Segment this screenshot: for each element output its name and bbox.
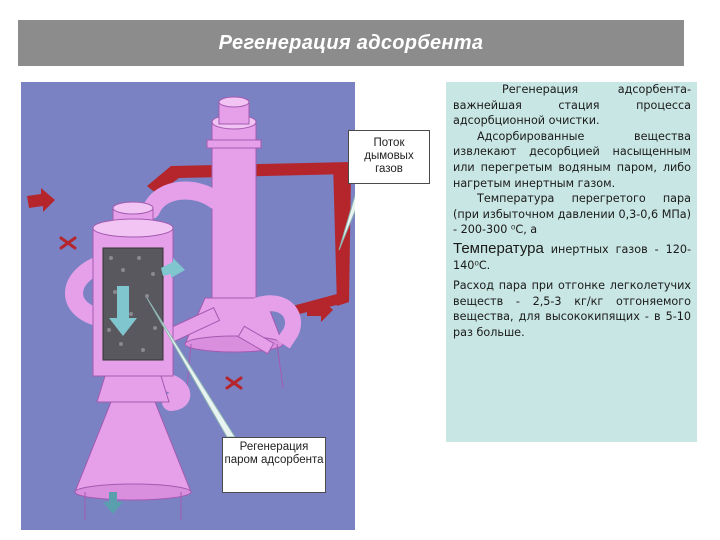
flue-gas-callout: Поток дымовых газов [348, 130, 430, 184]
regeneration-callout-text: Регенерация паром адсорбента [224, 441, 323, 466]
paragraph-desorption: Адсорбированные вещества извлекают десор… [453, 129, 691, 191]
title-bar: Регенерация адсорбента [18, 20, 684, 66]
temperature-word: Температура [453, 240, 544, 257]
text-panel: Регенерация адсорбента- важнейшая стация… [446, 82, 697, 442]
slide-title: Регенерация адсорбента [219, 32, 484, 55]
paragraph-steam-consumption: Расход пара при отгонке легколетучих вещ… [453, 278, 691, 340]
paragraph-regeneration: Регенерация адсорбента- важнейшая стация… [453, 82, 691, 129]
regeneration-callout: Регенерация паром адсорбента [222, 437, 326, 493]
paragraph-gas-temperature: Температура инертных газов - 120-140⁰С. [453, 241, 691, 273]
paragraph-steam-temperature: Температура перегретого пара (при избыто… [453, 191, 691, 238]
flue-gas-callout-text: Поток дымовых газов [364, 137, 413, 175]
